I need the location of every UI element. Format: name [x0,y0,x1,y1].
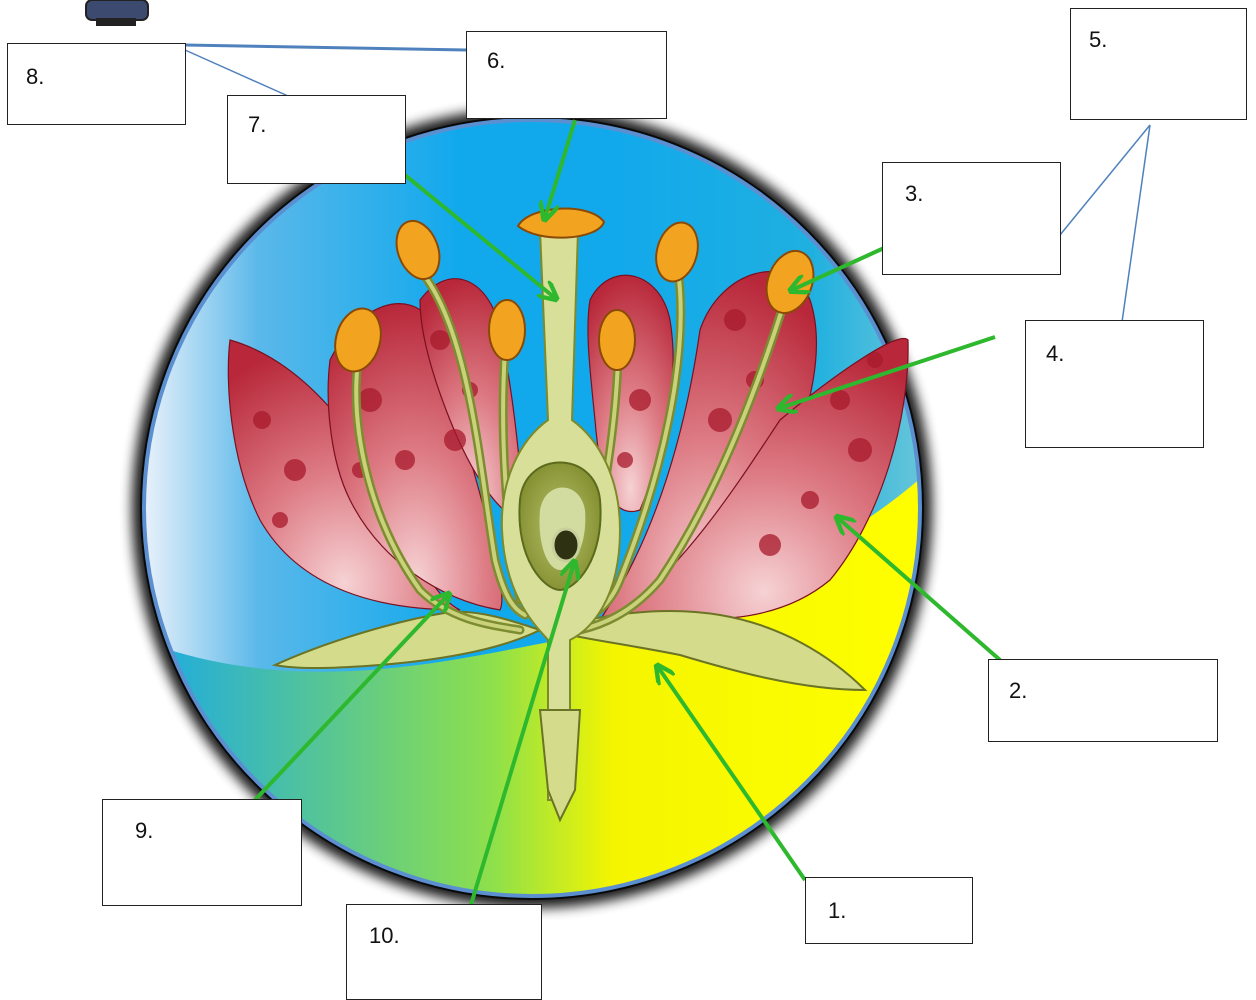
label-box-3[interactable]: 3. [882,162,1061,275]
cropped-figure-icon [85,0,149,26]
arrow-9 [253,595,448,802]
label-box-6[interactable]: 6. [466,31,667,119]
label-box-2[interactable]: 2. [988,659,1218,742]
arrow-1 [658,667,807,882]
anther [655,221,699,283]
arrow-7 [403,173,555,298]
label-box-4[interactable]: 4. [1025,320,1204,448]
anther [395,219,441,281]
arrow-4 [780,335,996,408]
connector-lines [184,43,1151,323]
anther [488,299,526,361]
receptacle [538,709,582,823]
label-box-9[interactable]: 9. [102,799,302,906]
arrow-3 [792,246,885,290]
label-number: 10. [369,923,400,948]
label-box-8[interactable]: 8. [7,43,186,125]
arrow-6 [545,119,577,218]
label-number: 8. [26,64,45,89]
stamens [334,219,815,635]
label-number: 1. [828,898,847,923]
label-number: 2. [1009,678,1028,703]
ovule [551,527,581,563]
label-number: 9. [135,818,154,843]
arrow-2 [838,518,1002,662]
pointer-arrows [253,119,1002,909]
label-number: 6. [487,48,506,73]
label-number: 7. [248,112,267,137]
anther [598,309,636,371]
label-number: 4. [1046,341,1065,366]
anther [334,307,382,373]
label-box-7[interactable]: 7. [227,95,406,184]
label-box-1[interactable]: 1. [805,877,973,944]
label-number: 5. [1089,27,1108,52]
label-number: 3. [905,181,924,206]
label-box-10[interactable]: 10. [346,904,542,1000]
label-box-5[interactable]: 5. [1070,8,1247,120]
arrow-10 [468,563,574,909]
